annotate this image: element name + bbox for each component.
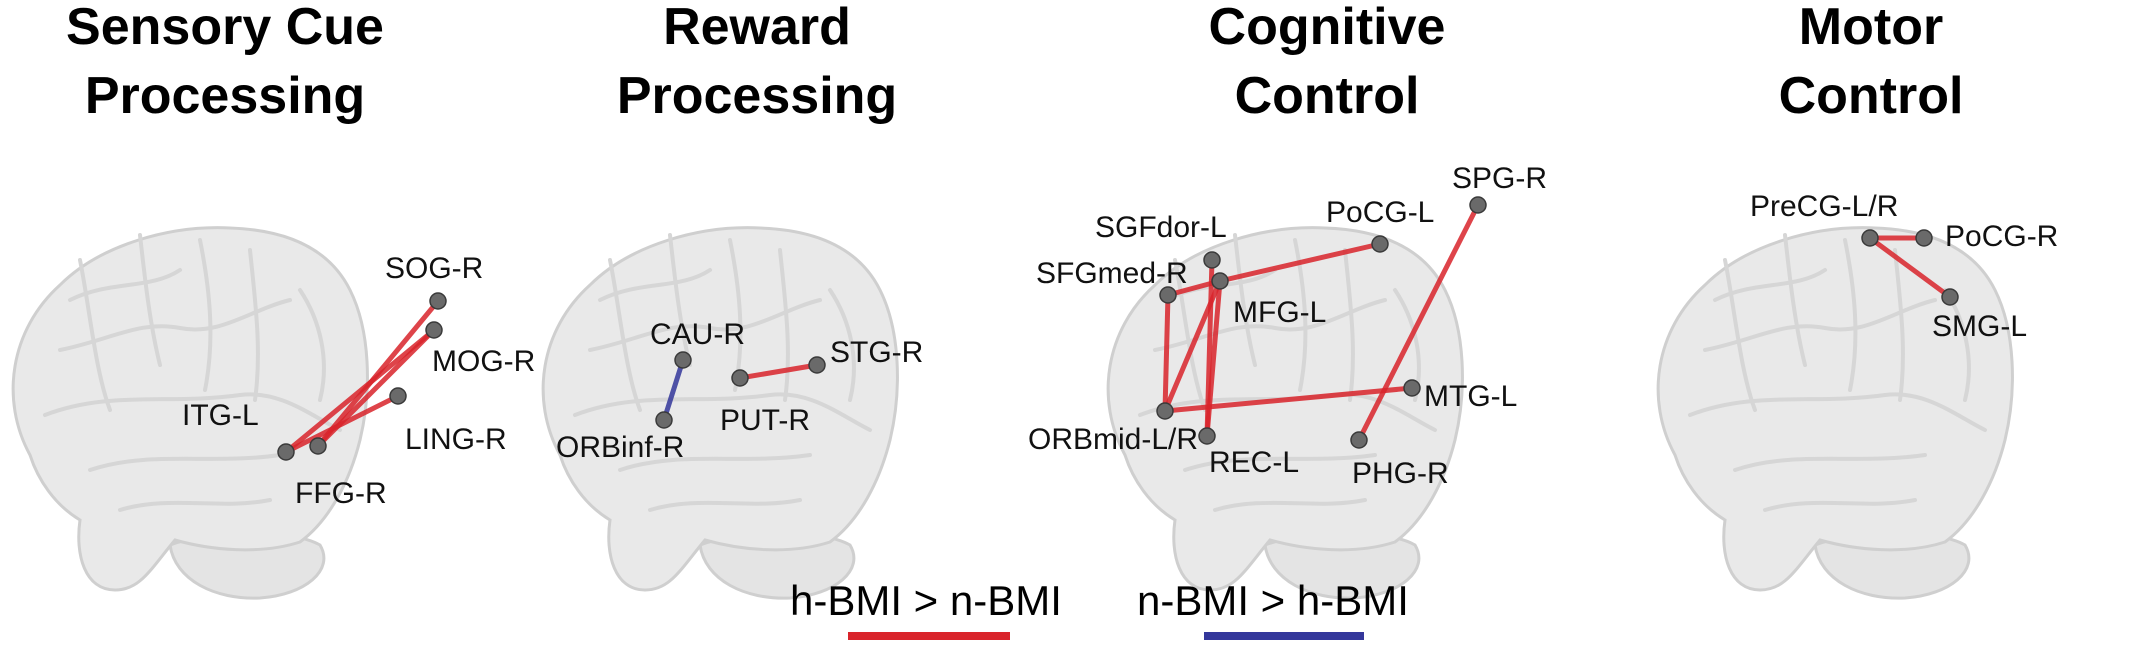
reward-node-cau [674, 351, 692, 369]
cognitive-node-mfg [1211, 272, 1229, 290]
sensory-node-mog [425, 321, 443, 339]
region-label-mtg-l: MTG-L [1424, 380, 1517, 413]
cognitive-node-sgfdor [1203, 251, 1221, 269]
reward-node-orbinf [655, 411, 673, 429]
cognitive-edge-sfgmed-orbmid [1162, 292, 1171, 414]
reward-node-put [731, 369, 749, 387]
sensory-node-ling [389, 387, 407, 405]
region-label-cau-r: CAU-R [650, 318, 745, 351]
cognitive-node-phg [1350, 431, 1368, 449]
motor-node-precg [1861, 229, 1879, 247]
motor-node-pocg [1915, 229, 1933, 247]
region-label-itg-l: ITG-L [182, 399, 259, 432]
reward-edge-cau-orbinf [661, 357, 686, 423]
cognitive-node-rec [1198, 427, 1216, 445]
region-label-stg-r: STG-R [830, 336, 923, 369]
cognitive-title-line-2: Control [1235, 67, 1420, 125]
region-label-precg-lr: PreCG-L/R [1750, 190, 1898, 223]
sensory-title-line-1: Sensory Cue [66, 0, 384, 56]
cognitive-edge-mfg-pocg [1217, 241, 1383, 284]
region-label-phg-r: PHG-R [1352, 457, 1449, 490]
region-label-ffg-r: FFG-R [295, 477, 387, 510]
region-label-orbinf-r: ORBinf-R [556, 431, 684, 464]
legend-decrease-label: n-BMI > h-BMI [1137, 577, 1409, 624]
reward-title-line-1: Reward [663, 0, 851, 56]
sensory-node-itg [277, 443, 295, 461]
sensory-edge-itg-mog [283, 327, 437, 455]
legend-decrease-swatch [1204, 632, 1364, 640]
sensory-node-sog [429, 292, 447, 310]
legend-increase-swatch [848, 632, 1010, 640]
sensory-node-ffg [309, 437, 327, 455]
region-label-rec-l: REC-L [1209, 446, 1299, 479]
cognitive-node-sfgmed [1159, 286, 1177, 304]
region-label-pocg-l: PoCG-L [1326, 196, 1434, 229]
cognitive-edge-orbmid-mtg [1162, 385, 1415, 414]
reward-edge-put-stg [737, 362, 820, 381]
cognitive-node-orbmid [1156, 402, 1174, 420]
region-label-sfgmed-r: SFGmed-R [1036, 257, 1188, 290]
sensory-edge-itg-ling [283, 393, 401, 455]
legend-increase-label: h-BMI > n-BMI [790, 577, 1062, 624]
cognitive-edge-mfg-orbmid [1162, 278, 1223, 414]
region-label-mfg-l: MFG-L [1233, 296, 1326, 329]
cognitive-node-mtg [1403, 379, 1421, 397]
region-label-spg-r: SPG-R [1452, 162, 1547, 195]
region-label-ling-r: LING-R [405, 423, 507, 456]
reward-title-line-2: Processing [617, 67, 897, 125]
region-label-mog-r: MOG-R [432, 345, 535, 378]
motor-title-line-1: Motor [1799, 0, 1943, 56]
cognitive-edge-mfg-rec [1204, 278, 1223, 439]
region-label-pocg-r: PoCG-R [1945, 220, 2058, 253]
sensory-title-line-2: Processing [85, 67, 365, 125]
cognitive-node-spg [1469, 196, 1487, 214]
region-label-orbmid-lr: ORBmid-L/R [1028, 423, 1198, 456]
cognitive-title-line-1: Cognitive [1209, 0, 1446, 56]
cognitive-node-pocg [1371, 235, 1389, 253]
connection-edges [283, 202, 1953, 455]
motor-title-line-2: Control [1779, 67, 1964, 125]
cognitive-edge-spg-phg [1356, 202, 1481, 443]
motor-brain [1656, 225, 2015, 601]
region-nodes [277, 196, 1959, 461]
motor-edge-precg-smg [1867, 235, 1953, 300]
reward-node-stg [808, 356, 826, 374]
region-label-sgfdor-l: SGFdor-L [1095, 211, 1227, 244]
region-label-sog-r: SOG-R [385, 252, 483, 285]
region-label-smg-l: SMG-L [1932, 310, 2027, 343]
region-label-put-r: PUT-R [720, 404, 810, 437]
motor-node-smg [1941, 288, 1959, 306]
